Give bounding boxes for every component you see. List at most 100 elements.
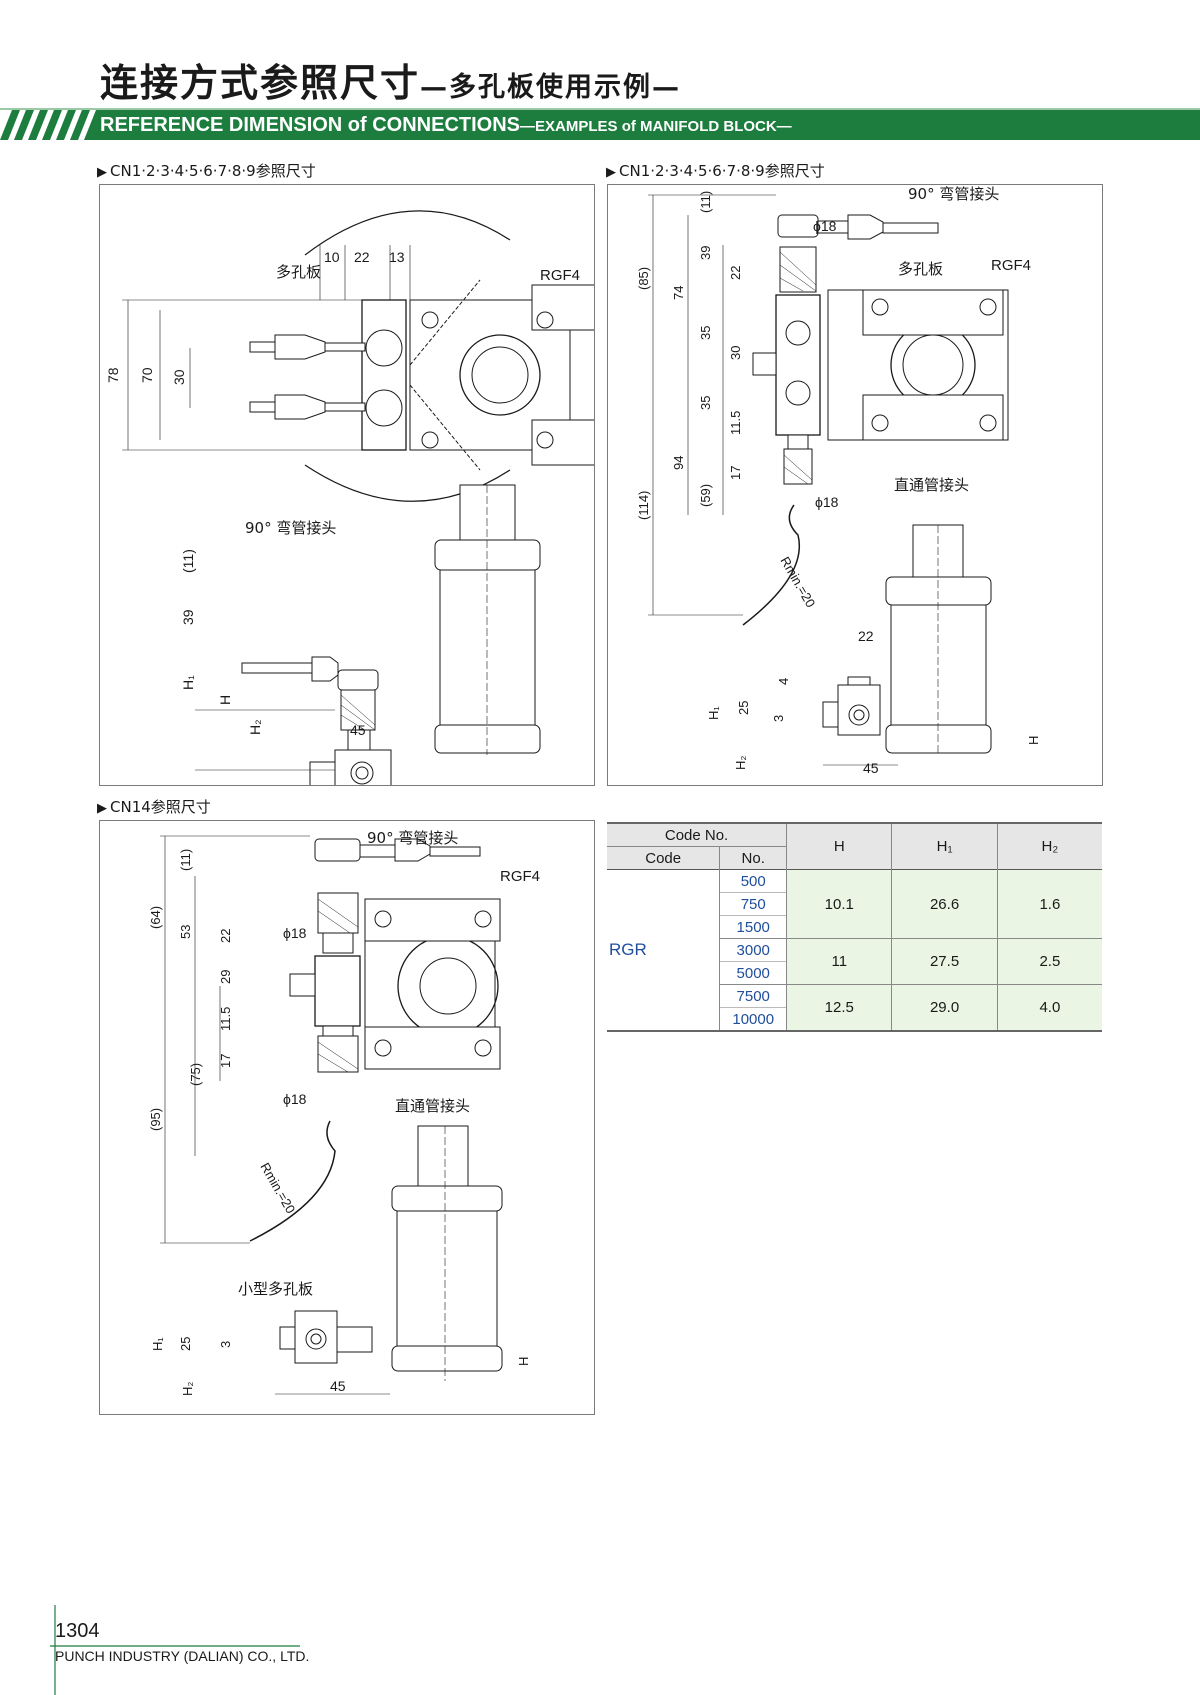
dim-94: 94 (671, 456, 686, 470)
label-rmin: Rmin.=20 (257, 1160, 298, 1216)
dim-h1: H₁ (180, 675, 196, 690)
triangle-icon: ▶ (97, 801, 107, 816)
label-manifold: 多孔板 (898, 260, 943, 278)
dim-25: 25 (736, 701, 751, 715)
title-cn-sub: —多孔板使用示例— (420, 72, 682, 103)
dim-13: 13 (389, 249, 405, 265)
dim-17: 17 (218, 1054, 233, 1068)
section-heading-c-text: CN14参照尺寸 (110, 798, 211, 816)
triangle-icon: ▶ (606, 165, 616, 180)
triangle-icon: ▶ (97, 165, 107, 180)
h2-cell: 4.0 (996, 984, 1102, 1031)
dim-45: 45 (863, 760, 879, 776)
dim-35-b: 35 (698, 396, 713, 410)
label-rmin: Rmin.=20 (777, 554, 818, 610)
dim-59: (59) (698, 484, 713, 507)
dim-70: 70 (139, 367, 155, 383)
dim-29: 29 (218, 970, 233, 984)
dim-64: (64) (148, 906, 163, 929)
dim-phi18-b: ϕ18 (283, 1091, 307, 1107)
label-straight-fitting: 直通管接头 (894, 476, 969, 494)
dim-22-b: 22 (858, 628, 874, 644)
label-rgf4: RGF4 (540, 267, 580, 284)
th-no: No. (719, 846, 787, 870)
drawing-panel-c: 90° 弯管接头 RGF4 (11) (64) 53 22 ϕ18 29 11.… (99, 820, 595, 1415)
section-heading-a: ▶CN1·2·3·4·5·6·7·8·9参照尺寸 (97, 160, 316, 181)
dim-h1: H₁ (150, 1337, 165, 1351)
label-straight-fitting: 直通管接头 (395, 1097, 470, 1115)
h1-cell: 27.5 (891, 938, 998, 985)
title-cn-main: 连接方式参照尺寸 (100, 61, 421, 105)
dim-75: (75) (188, 1063, 203, 1086)
page-title-en: REFERENCE DIMENSION of CONNECTIONS—EXAMP… (100, 114, 792, 137)
dim-78: 78 (105, 367, 121, 383)
spec-table: Code No. H H₁ H₂ Code No. RGR 500 10.1 2… (607, 822, 1102, 1032)
h2-cell: 1.6 (996, 869, 1102, 939)
label-elbow: 90° 弯管接头 (908, 185, 999, 203)
dim-11: (11) (698, 191, 713, 213)
h1-cell: 29.0 (891, 984, 998, 1031)
label-elbow: 90° 弯管接头 (367, 829, 458, 847)
label-rgf4: RGF4 (991, 257, 1031, 274)
dim-11-5: 11.5 (218, 1007, 233, 1031)
dim-h: H (516, 1357, 531, 1366)
dim-10: 10 (324, 249, 340, 265)
title-en-sub: —EXAMPLES of MANIFOLD BLOCK— (520, 118, 792, 135)
dim-22: 22 (218, 929, 233, 943)
title-en-main: REFERENCE DIMENSION of CONNECTIONS (100, 114, 521, 136)
dim-35-a: 35 (698, 326, 713, 340)
section-heading-b-text: CN1·2·3·4·5·6·7·8·9参照尺寸 (619, 162, 825, 180)
dim-4: 4 (776, 678, 791, 685)
th-code-no: Code No. (607, 823, 787, 847)
no-cell: 500 (719, 869, 787, 893)
dim-22: 22 (728, 266, 743, 280)
h-cell: 12.5 (786, 984, 892, 1031)
dim-phi18-b: ϕ18 (815, 494, 839, 510)
th-h: H (786, 823, 892, 870)
dim-45: 45 (350, 722, 366, 738)
dim-30: 30 (171, 369, 187, 385)
dim-h2: H₂ (733, 756, 748, 770)
th-code: Code (607, 846, 720, 870)
dim-11-5: 11.5 (728, 411, 743, 435)
dim-h: H (1026, 736, 1041, 745)
dim-h1: H₁ (706, 706, 721, 720)
h1-cell: 26.6 (891, 869, 998, 939)
footer-rule (50, 1605, 300, 1695)
label-rgf4: RGF4 (500, 868, 540, 885)
label-small-manifold: 小型多孔板 (238, 1280, 313, 1298)
dim-39: 39 (180, 609, 196, 625)
no-cell: 1500 (719, 915, 787, 939)
dim-25: 25 (178, 1337, 193, 1351)
drawing-b: 90° 弯管接头 ϕ18 多孔板 RGF4 (11) (85) 39 74 22… (636, 185, 1041, 776)
section-heading-b: ▶CN1·2·3·4·5·6·7·8·9参照尺寸 (606, 160, 825, 181)
no-cell: 10000 (719, 1007, 787, 1031)
label-elbow: 90° 弯管接头 (245, 519, 336, 537)
dim-53: 53 (178, 925, 193, 939)
h-cell: 10.1 (786, 869, 892, 939)
dim-45: 45 (330, 1378, 346, 1394)
th-h2: H₂ (996, 823, 1102, 870)
dim-h: H (217, 695, 233, 705)
dim-11: (11) (180, 549, 196, 573)
code-cell: RGR (609, 940, 647, 959)
h-cell: 11 (786, 938, 892, 985)
no-cell: 7500 (719, 984, 787, 1008)
dim-h2: H₂ (247, 719, 263, 735)
drawing-a: 10 22 13 多孔板 RGF4 78 70 30 90° 弯管接头 (11)… (105, 210, 603, 796)
no-cell: 5000 (719, 961, 787, 985)
page-title: 连接方式参照尺寸—多孔板使用示例— (100, 52, 681, 107)
dim-3: 3 (771, 715, 786, 722)
dim-22: 22 (354, 249, 370, 265)
dim-phi18-a: ϕ18 (813, 218, 837, 234)
label-manifold: 多孔板 (276, 263, 321, 281)
dim-3: 3 (218, 1341, 233, 1348)
section-heading-c: ▶CN14参照尺寸 (97, 796, 211, 817)
dim-11: (11) (178, 849, 193, 871)
dim-114: (114) (636, 491, 651, 520)
th-h1: H₁ (891, 823, 998, 870)
dim-h2: H₂ (180, 1382, 195, 1396)
section-heading-a-text: CN1·2·3·4·5·6·7·8·9参照尺寸 (110, 162, 316, 180)
drawing-c: 90° 弯管接头 RGF4 (11) (64) 53 22 ϕ18 29 11.… (148, 829, 540, 1396)
dim-39: 39 (698, 246, 713, 260)
